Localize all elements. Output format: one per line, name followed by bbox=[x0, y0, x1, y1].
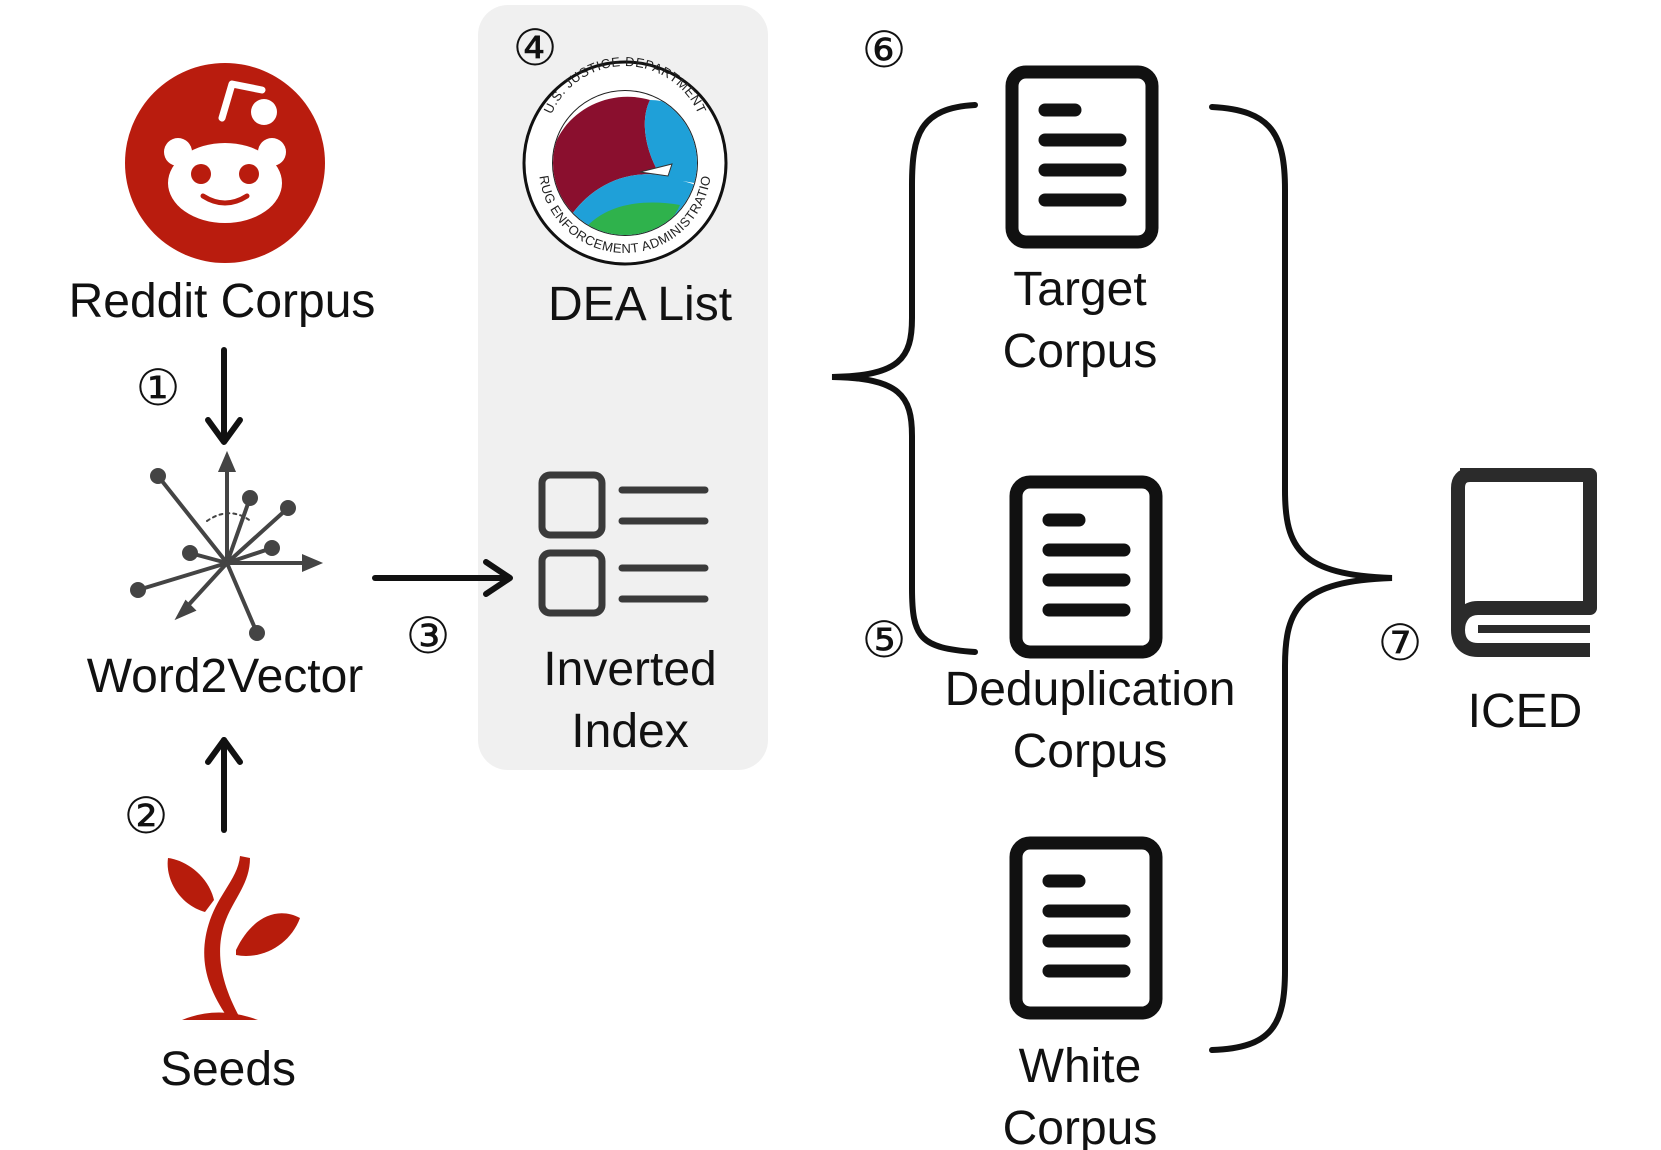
target-corpus-label-line2: Corpus bbox=[1003, 325, 1158, 378]
vector-space-icon bbox=[130, 450, 324, 641]
inverted-index-label-line1: Inverted bbox=[543, 643, 716, 696]
merge-brace bbox=[1209, 104, 1393, 1053]
split-brace bbox=[831, 102, 978, 655]
arrow-seeds-to-word2vec bbox=[205, 737, 243, 833]
dea-list-label: DEA List bbox=[548, 278, 732, 331]
sprout-icon bbox=[167, 856, 300, 1020]
arrow-word2vec-to-index bbox=[372, 559, 513, 597]
seeds-label: Seeds bbox=[160, 1043, 296, 1096]
step-7-label: ⑦ bbox=[1378, 614, 1423, 672]
step-4-label: ④ bbox=[513, 19, 558, 77]
white-corpus-label-line2: Corpus bbox=[1003, 1102, 1158, 1150]
reddit-corpus-label: Reddit Corpus bbox=[69, 275, 376, 328]
dedup-corpus-label-line2: Corpus bbox=[1013, 725, 1168, 778]
target-corpus-label-line1: Target bbox=[1013, 263, 1146, 316]
white-corpus-label-line1: White bbox=[1019, 1040, 1142, 1093]
arrow-reddit-to-word2vec bbox=[205, 347, 243, 445]
book-icon bbox=[1451, 468, 1597, 657]
word2vector-label: Word2Vector bbox=[87, 650, 364, 703]
reddit-logo-icon bbox=[125, 63, 325, 263]
inverted-index-label-line2: Index bbox=[571, 705, 688, 758]
step-6-label: ⑥ bbox=[862, 21, 907, 79]
iced-label: ICED bbox=[1468, 685, 1583, 738]
step-1-label: ① bbox=[136, 359, 181, 417]
step-5-label: ⑤ bbox=[862, 611, 907, 669]
step-2-label: ② bbox=[124, 787, 169, 845]
dedup-document-icon bbox=[1009, 475, 1163, 659]
checklist-icon bbox=[538, 471, 709, 617]
step-3-label: ③ bbox=[406, 607, 451, 665]
target-document-icon bbox=[1005, 65, 1159, 249]
dedup-corpus-label-line1: Deduplication bbox=[945, 663, 1236, 716]
white-document-icon bbox=[1009, 836, 1163, 1020]
